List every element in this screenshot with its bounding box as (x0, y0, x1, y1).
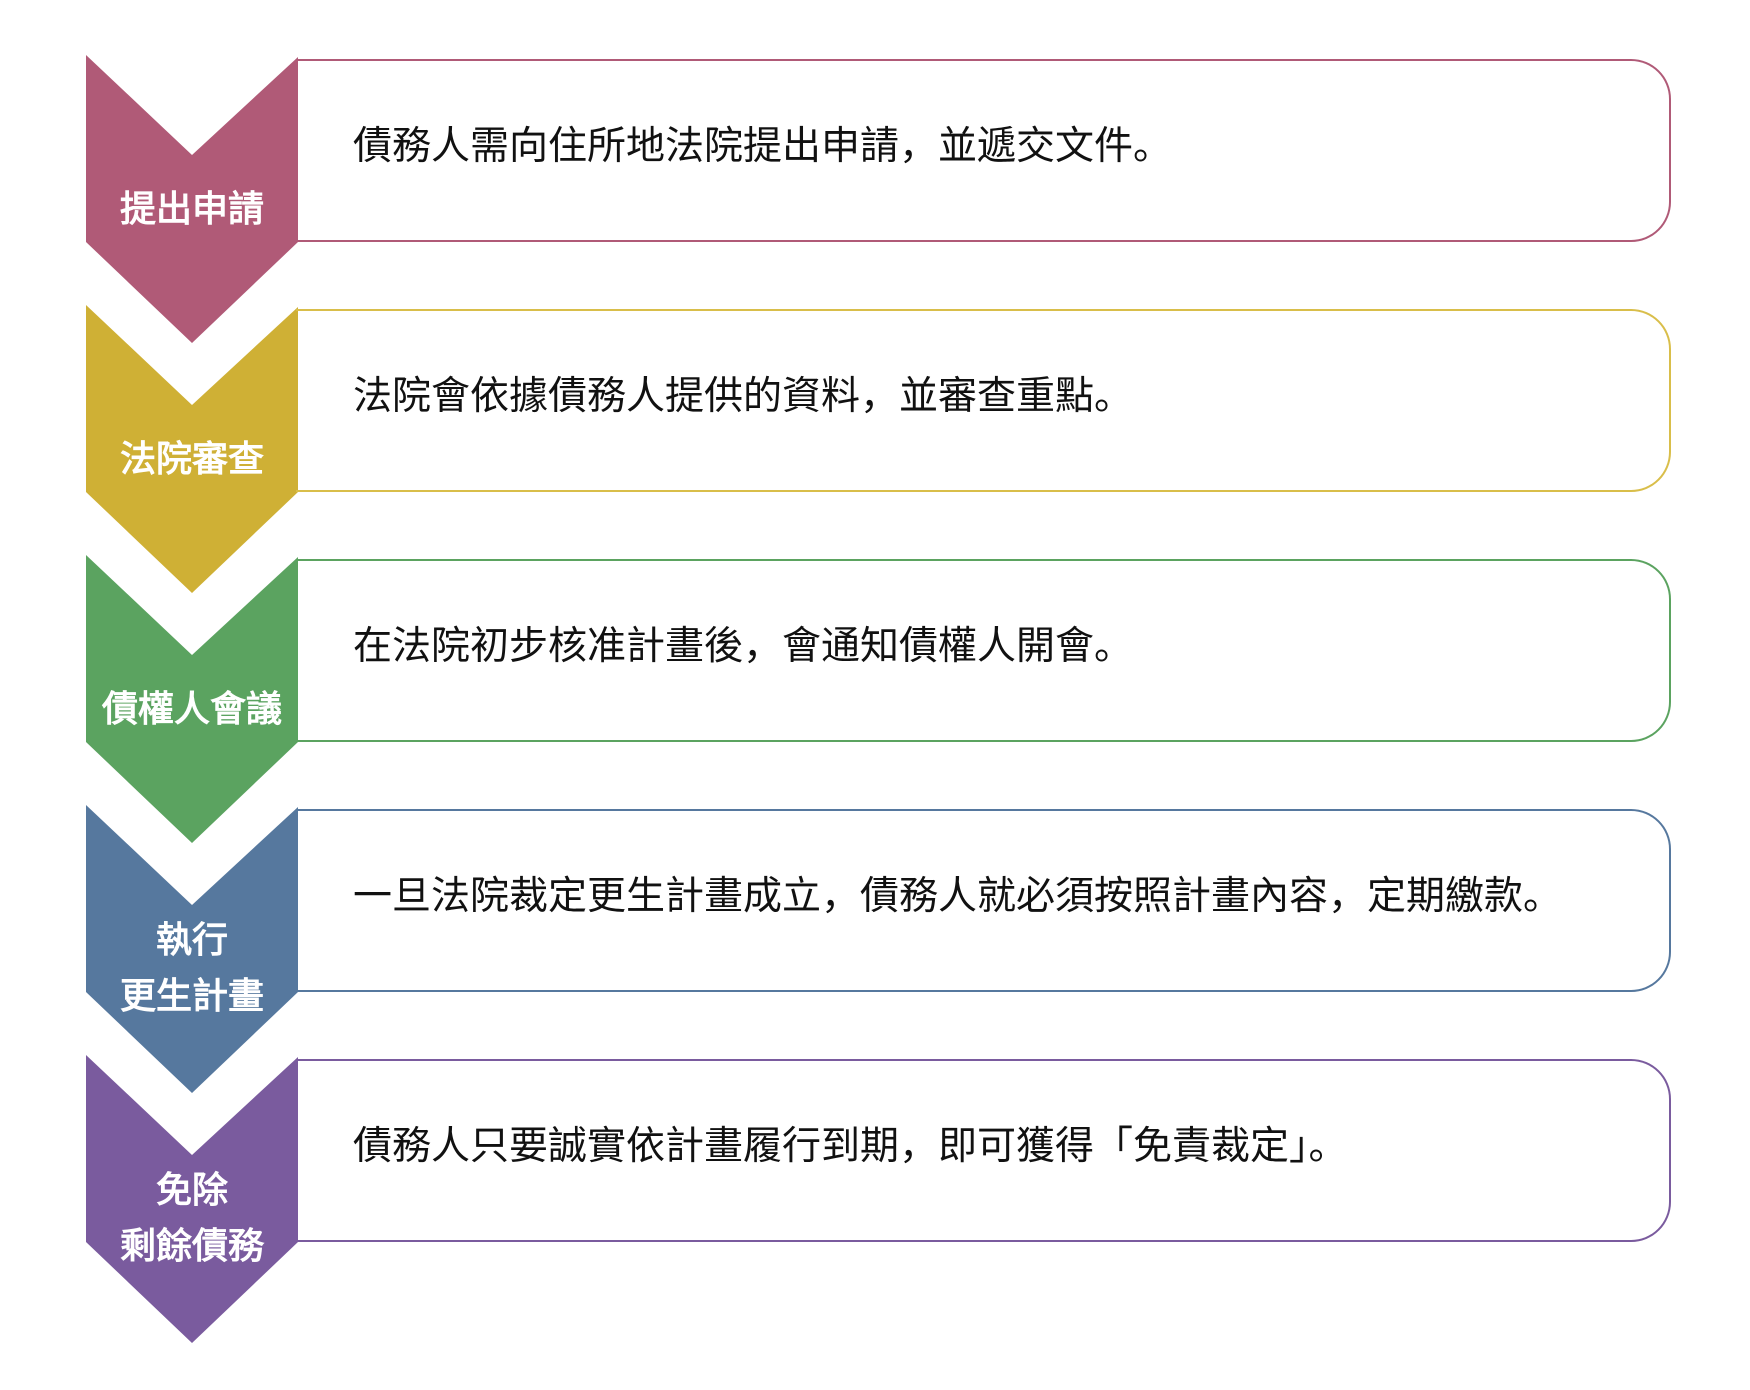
step-label: 提出申請 (86, 182, 298, 238)
chevron-arrow-icon (86, 1055, 298, 1343)
step-description-box (296, 809, 1671, 992)
step-creditors-meeting: 債權人會議 在法院初步核准計畫後，會通知債權人開會。 (0, 555, 1750, 855)
step-label: 法院審查 (86, 432, 298, 488)
step-description-box (296, 559, 1671, 742)
step-label-line: 法院審查 (119, 439, 264, 480)
step-label-line: 債權人會議 (101, 689, 282, 730)
step-description: 在法院初步核准計畫後，會通知債權人開會。 (353, 624, 1134, 669)
step-submit-application: 提出申請 債務人需向住所地法院提出申請，並遞交文件。 (0, 55, 1750, 355)
step-label: 債權人會議 (86, 682, 298, 738)
chevron-arrow-icon (86, 305, 298, 593)
step-description-box (296, 309, 1671, 492)
step-label-line: 執行 (155, 920, 228, 961)
step-description: 債務人需向住所地法院提出申請，並遞交文件。 (353, 124, 1173, 169)
chevron-arrow-icon (86, 805, 298, 1093)
step-label: 執行 更生計畫 (86, 913, 298, 1025)
step-label-line: 提出申請 (119, 189, 264, 230)
step-description-box (296, 59, 1671, 242)
chevron-arrow-icon (86, 555, 298, 843)
step-label-line: 剩餘債務 (119, 1226, 264, 1267)
step-label-line: 免除 (155, 1170, 228, 1211)
chevron-arrow-icon (86, 55, 298, 343)
step-discharge-debt: 免除 剩餘債務 債務人只要誠實依計畫履行到期，即可獲得「免責裁定」。 (0, 1055, 1750, 1355)
step-description-box (296, 1059, 1671, 1242)
step-execute-plan: 執行 更生計畫 一旦法院裁定更生計畫成立，債務人就必須按照計畫內容，定期繳款。 (0, 805, 1750, 1105)
step-label-line: 更生計畫 (119, 976, 264, 1017)
step-description: 債務人只要誠實依計畫履行到期，即可獲得「免責裁定」。 (353, 1124, 1348, 1169)
step-court-review: 法院審查 法院會依據債務人提供的資料，並審查重點。 (0, 305, 1750, 605)
step-description: 法院會依據債務人提供的資料，並審查重點。 (353, 374, 1134, 419)
step-description: 一旦法院裁定更生計畫成立，債務人就必須按照計畫內容，定期繳款。 (353, 874, 1563, 919)
step-label: 免除 剩餘債務 (86, 1163, 298, 1275)
